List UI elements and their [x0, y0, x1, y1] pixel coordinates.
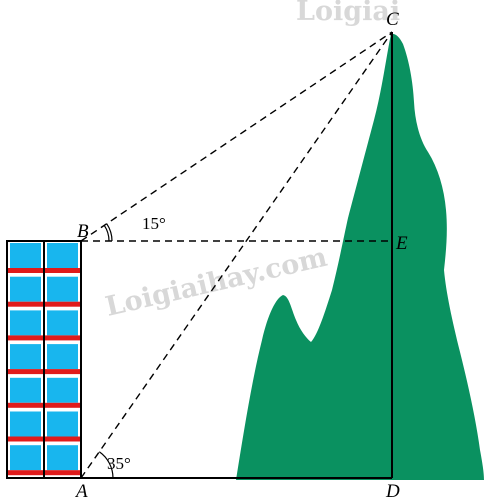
building	[6, 240, 82, 479]
window-sill	[45, 436, 80, 442]
window-pane	[10, 243, 41, 268]
window-pane	[47, 344, 78, 370]
point-label-A: A	[74, 481, 88, 502]
watermark-top: Loigiai	[296, 0, 400, 27]
window-sill	[45, 335, 80, 341]
angle-arc-B-second	[106, 223, 113, 242]
window-sill	[8, 268, 43, 273]
angle-arc-A	[98, 451, 114, 479]
window-pane	[10, 411, 41, 437]
window-pane	[10, 276, 41, 302]
window-pane	[10, 344, 41, 370]
window-pane	[10, 377, 41, 403]
window-sill	[8, 369, 43, 375]
window-sill	[8, 470, 43, 476]
building-windows	[8, 243, 80, 476]
window-sill	[8, 301, 43, 307]
point-label-C: C	[386, 9, 399, 30]
window-sill	[8, 436, 43, 442]
window-pane	[47, 276, 78, 302]
window-sill	[45, 268, 80, 273]
line-AC	[80, 31, 393, 479]
window-sill	[8, 335, 43, 341]
window-pane	[47, 377, 78, 403]
point-label-B: B	[77, 221, 89, 242]
window-pane	[10, 310, 41, 336]
window-pane	[47, 411, 78, 437]
angle-arc-B	[103, 225, 110, 242]
point-label-D: D	[385, 481, 400, 502]
window-pane	[47, 310, 78, 336]
point-label-E: E	[395, 233, 408, 254]
window-sill	[45, 402, 80, 408]
angle-label-B: 15°	[142, 214, 166, 233]
mountain	[236, 33, 484, 481]
window-sill	[45, 470, 80, 476]
window-pane	[47, 445, 78, 471]
angle-label-A: 35°	[107, 454, 131, 473]
line-BC	[80, 31, 393, 242]
window-sill	[45, 369, 80, 375]
watermark-middle: Loigiaihay.com	[103, 242, 330, 323]
window-pane	[47, 243, 78, 268]
window-pane	[10, 445, 41, 471]
window-sill	[45, 301, 80, 307]
window-sill	[8, 402, 43, 408]
